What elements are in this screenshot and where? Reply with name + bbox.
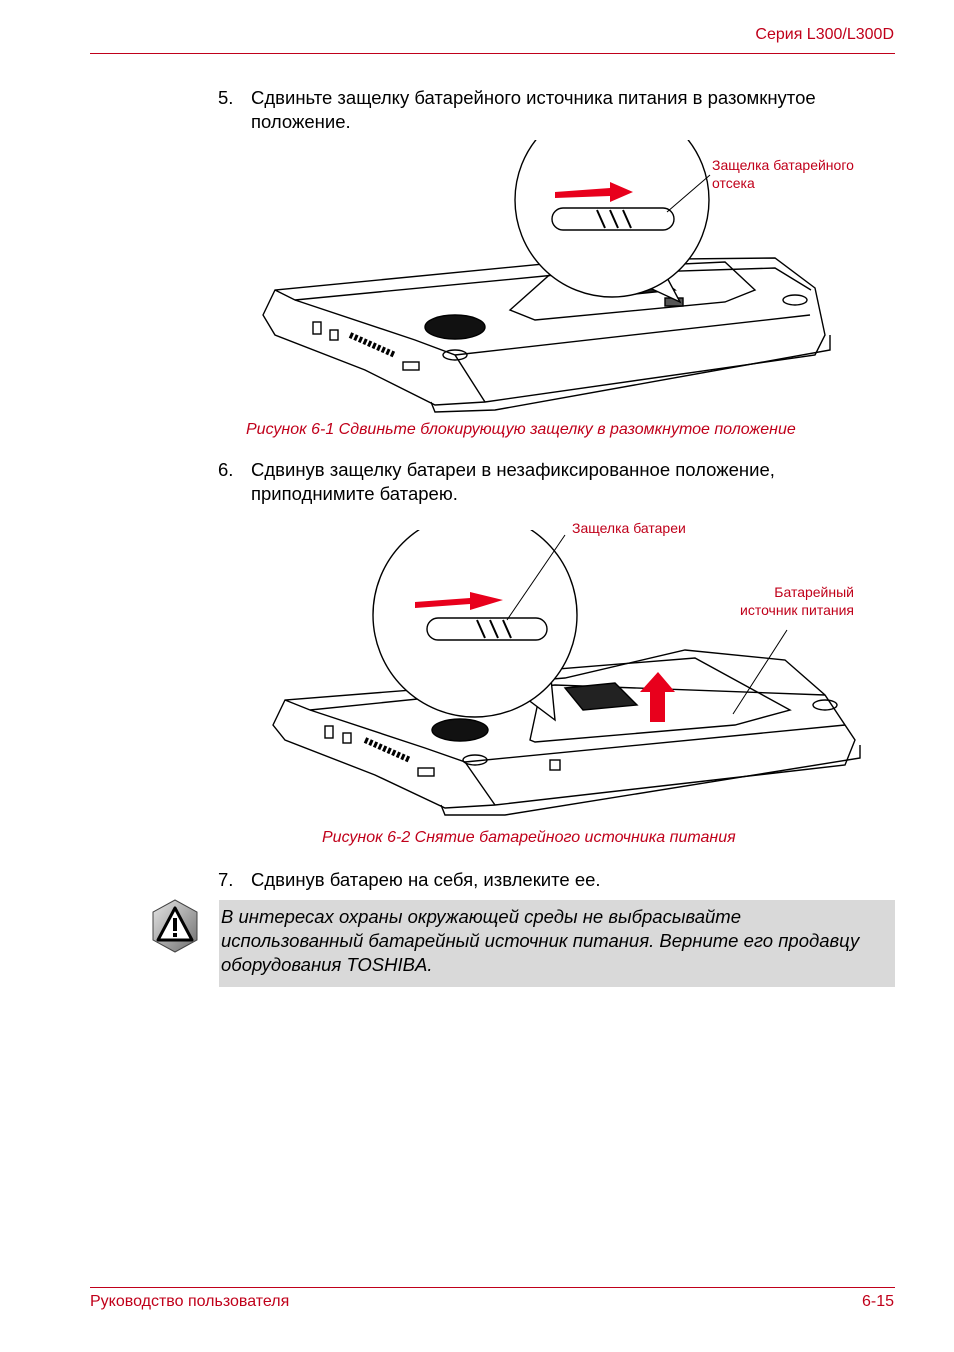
footer-rule bbox=[90, 1287, 895, 1288]
step-number: 6. bbox=[218, 459, 234, 480]
figure-2-callout-latch: Защелка батареи bbox=[572, 520, 686, 536]
step-number: 7. bbox=[218, 869, 234, 890]
figure-2-illustration bbox=[272, 530, 861, 816]
figure-2-caption: Рисунок 6-2 Снятие батарейного источника… bbox=[322, 829, 736, 846]
step-7: 7. Сдвинув батарею на себя, извлеките ее. bbox=[218, 868, 891, 892]
running-header: Серия L300/L300D bbox=[755, 26, 894, 43]
step-text: Сдвиньте защелку батарейного источника п… bbox=[251, 87, 816, 132]
warning-icon bbox=[152, 899, 198, 953]
callout-line: Защелка батарейного bbox=[712, 157, 854, 173]
step-5: 5. Сдвиньте защелку батарейного источника… bbox=[218, 86, 891, 134]
footer-title: Руководство пользователя bbox=[90, 1293, 290, 1310]
callout-line: отсека bbox=[712, 175, 755, 191]
page-number: 6-15 bbox=[861, 1293, 894, 1310]
step-text: Сдвинув батарею на себя, извлеките ее. bbox=[251, 869, 601, 890]
note-text: В интересах охраны окружающей среды не в… bbox=[221, 906, 860, 975]
figure-1-illustration bbox=[262, 140, 831, 413]
figure-2-callout-battery: Батарейный источник питания bbox=[724, 583, 854, 619]
note-box bbox=[219, 900, 895, 987]
step-6: 6. Сдвинув защелку батареи в незафиксиров… bbox=[218, 458, 891, 506]
callout-line: Батарейный bbox=[774, 584, 854, 600]
callout-line: источник питания bbox=[740, 602, 854, 618]
header-rule bbox=[90, 53, 895, 54]
figure-1-callout: Защелка батарейного отсека bbox=[712, 156, 854, 192]
step-text: Сдвинув защелку батареи в незафиксирован… bbox=[251, 459, 775, 504]
figure-1-caption: Рисунок 6-1 Сдвиньте блокирующую защелку… bbox=[246, 421, 796, 438]
step-number: 5. bbox=[218, 87, 234, 108]
